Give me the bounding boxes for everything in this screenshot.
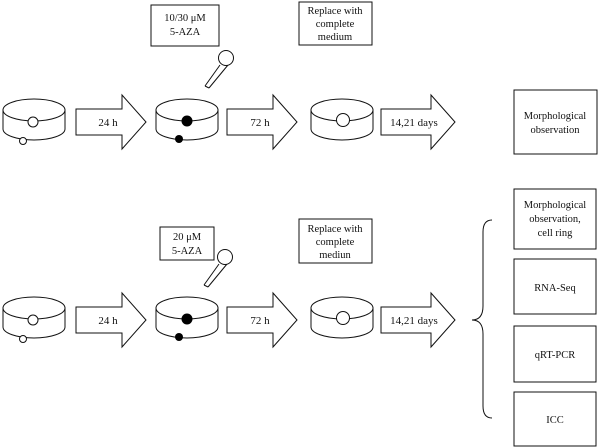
arrow-label-days: 14,21 days <box>390 117 438 129</box>
petri-dish-recovery <box>310 296 374 339</box>
arrow-24h: 24 h <box>75 93 147 151</box>
dropper-icon <box>204 50 234 89</box>
replace-medium-box: Replace with complete medium <box>298 1 373 46</box>
replace-line-3: medium <box>318 32 352 43</box>
outcome-line-2: observation, <box>529 214 581 225</box>
replace-line-3: mediun <box>319 250 351 261</box>
outcome-icc-box: ICC <box>513 391 597 447</box>
arrow-label-24h: 24 h <box>98 117 118 129</box>
arrow-72h: 72 h <box>226 291 298 349</box>
arrow-72h: 72 h <box>226 93 298 151</box>
petri-dish-treated <box>155 98 219 143</box>
outcome-line-3: cell ring <box>538 228 573 239</box>
replace-line-1: Replace with <box>307 6 363 17</box>
outcome-line-2: observation <box>531 125 581 136</box>
arrow-14-21-days: 14,21 days <box>380 93 456 151</box>
petri-dish-recovery <box>310 98 374 141</box>
outcome-qrt-pcr-label: qRT-PCR <box>535 350 575 361</box>
curly-brace <box>471 219 493 419</box>
replace-medium-box: Replace with complete mediun <box>298 218 373 264</box>
outcome-rna-seq-box: RNA-Seq <box>513 258 597 315</box>
treatment-line-2: 5-AZA <box>170 27 201 38</box>
dropper-icon <box>203 249 233 288</box>
replace-line-2: complete <box>316 237 355 248</box>
treatment-box: 20 μM 5-AZA <box>159 226 215 261</box>
arrow-label-days: 14,21 days <box>390 315 438 327</box>
petri-dish-treated <box>155 296 219 341</box>
replace-line-2: complete <box>316 19 355 30</box>
petri-dish-untreated <box>2 98 66 145</box>
treatment-line-1: 10/30 μM <box>164 13 206 24</box>
arrow-label-72h: 72 h <box>250 117 270 129</box>
arrow-14-21-days: 14,21 days <box>380 291 456 349</box>
arrow-label-72h: 72 h <box>250 315 270 327</box>
treatment-line-1: 20 μM <box>173 232 202 243</box>
outcome-qrt-pcr-box: qRT-PCR <box>513 325 597 383</box>
outcome-morphological-box: Morphological observation <box>513 89 598 155</box>
replace-line-1: Replace with <box>307 224 363 235</box>
arrow-24h: 24 h <box>75 291 147 349</box>
outcome-line-1: Morphological <box>524 200 586 211</box>
outcome-morphological-cell-ring-box: Morphological observation, cell ring <box>513 188 597 250</box>
outcome-rna-seq-label: RNA-Seq <box>534 283 576 294</box>
treatment-line-2: 5-AZA <box>172 246 203 257</box>
outcome-line-1: Morphological <box>524 111 586 122</box>
treatment-box: 10/30 μM 5-AZA <box>150 4 220 47</box>
arrow-label-24h: 24 h <box>98 315 118 327</box>
petri-dish-untreated <box>2 296 66 343</box>
outcome-icc-label: ICC <box>546 415 564 426</box>
